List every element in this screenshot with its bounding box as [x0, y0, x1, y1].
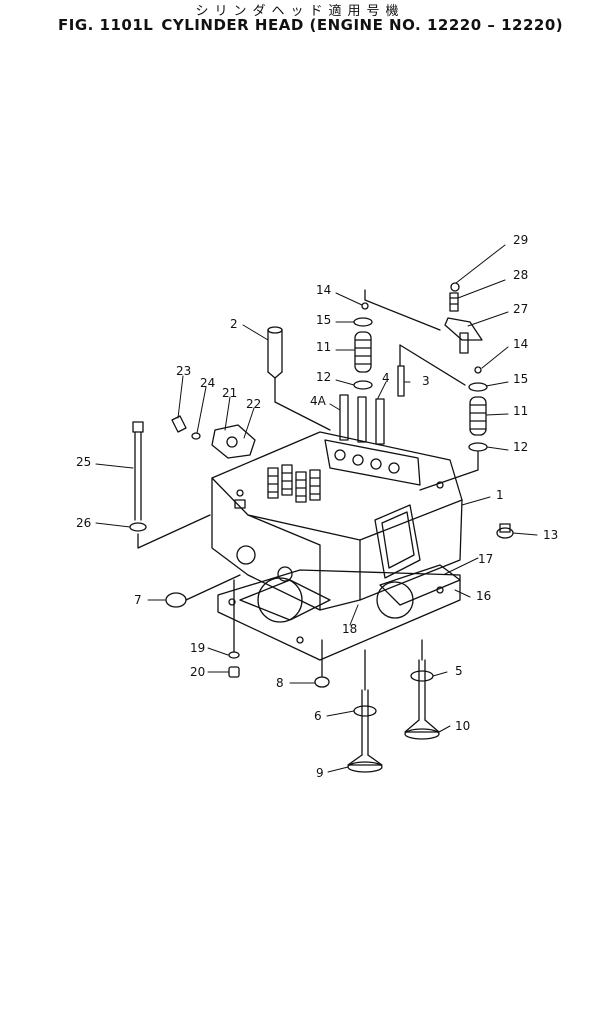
- cylinder-head-block: [211, 431, 463, 611]
- callout-24: 24: [200, 376, 215, 390]
- small-parts: [228, 579, 330, 688]
- callout-5: 5: [455, 664, 463, 678]
- callout-7: 7: [134, 593, 142, 607]
- callout-9: 9: [316, 766, 324, 780]
- valves: [347, 639, 440, 773]
- callout-22: 22: [246, 397, 261, 411]
- callout-1: 1: [496, 488, 504, 502]
- right-spring-stack: [399, 282, 488, 491]
- cover-gasket: [379, 564, 461, 606]
- callout-11-right: 11: [513, 404, 528, 418]
- callout-labels: 29 28 27 14 15 11 12 14 15 11 12 2 3 4 4…: [76, 233, 558, 780]
- bolt-25: [129, 421, 211, 549]
- callout-17: 17: [478, 552, 493, 566]
- callout-4: 4: [382, 371, 390, 385]
- leader-lines: [95, 244, 538, 773]
- callout-28: 28: [513, 268, 528, 282]
- callout-20: 20: [190, 665, 205, 679]
- callout-2: 2: [230, 317, 238, 331]
- callout-11-left: 11: [316, 340, 331, 354]
- callout-8: 8: [276, 676, 284, 690]
- callout-15-right: 15: [513, 372, 528, 386]
- plug-13: [496, 523, 514, 539]
- valve-guides: [339, 365, 405, 445]
- callout-27: 27: [513, 302, 528, 316]
- callout-6: 6: [314, 709, 322, 723]
- callout-29: 29: [513, 233, 528, 247]
- figure-title: FIG. 1101L CYLINDER HEAD (ENGINE NO. 1222…: [58, 16, 571, 34]
- callout-21: 21: [222, 386, 237, 400]
- callout-23: 23: [176, 364, 191, 378]
- callout-12-right: 12: [513, 440, 528, 454]
- left-spring-stack: [353, 289, 441, 390]
- callout-14-right: 14: [513, 337, 528, 351]
- callout-15-left: 15: [316, 313, 331, 327]
- callout-14-left: 14: [316, 283, 331, 297]
- callout-16: 16: [476, 589, 491, 603]
- callout-12-left: 12: [316, 370, 331, 384]
- callout-4a: 4A: [310, 394, 327, 408]
- figure-number: FIG. 1101L: [58, 16, 154, 34]
- figure-caption: CYLINDER HEAD (ENGINE NO. 12220 – 12220): [161, 16, 564, 34]
- callout-18: 18: [342, 622, 357, 636]
- callout-3: 3: [422, 374, 430, 388]
- callout-25: 25: [76, 455, 91, 469]
- sleeve-2: [267, 326, 331, 431]
- head-gasket: [217, 569, 461, 661]
- cover-plate-21: [171, 415, 256, 459]
- callout-13: 13: [543, 528, 558, 542]
- callout-10: 10: [455, 719, 470, 733]
- callout-26: 26: [76, 516, 91, 530]
- callout-19: 19: [190, 641, 205, 655]
- japanese-title: シリンダヘッド適用号機: [195, 4, 405, 19]
